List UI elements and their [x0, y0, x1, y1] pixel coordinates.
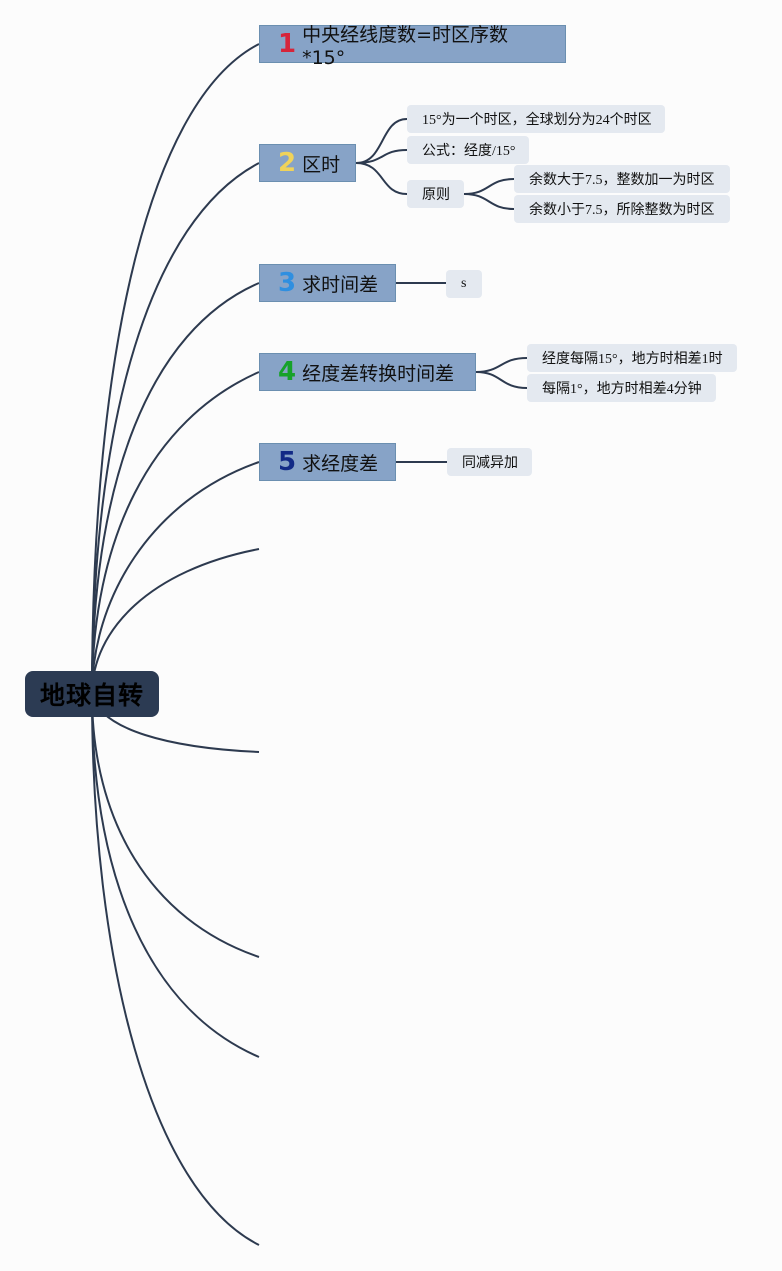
- link-t2-a: [355, 118, 408, 164]
- topic-1-label: 中央经线度数=时区序数*15°: [302, 23, 509, 69]
- subtopic-timezone-division[interactable]: 15°为一个时区，全球划分为24个时区: [407, 105, 665, 133]
- subtopic-per-15-degrees[interactable]: 经度每隔15°，地方时相差1时: [527, 344, 737, 372]
- topic-2[interactable]: 2 区时: [259, 144, 356, 182]
- link-root-empty-8: [91, 693, 260, 958]
- link-root-empty-10: [91, 693, 260, 1246]
- link-root-t4: [91, 371, 260, 695]
- link-t4-a: [475, 357, 528, 373]
- link-t4-b: [475, 371, 528, 389]
- subtopic-same-subtract-diff-add[interactable]: 同减异加: [447, 448, 532, 476]
- link-root-t2: [91, 162, 260, 695]
- number-3-icon: 3: [278, 268, 297, 298]
- topic-1[interactable]: 1 中央经线度数=时区序数*15°: [259, 24, 566, 69]
- topic-4-label: 经度差转换时间差: [302, 362, 455, 385]
- subtopic-remainder-greater[interactable]: 余数大于7.5，整数加一为时区: [514, 165, 730, 193]
- subtopic-principle[interactable]: 原则: [407, 180, 464, 208]
- topic-3[interactable]: 3 求时间差: [259, 264, 396, 302]
- number-1-icon: 1: [278, 29, 297, 59]
- link-root-t5: [91, 461, 260, 695]
- link-root-t1: [91, 43, 260, 695]
- link-t2-b: [355, 149, 408, 164]
- topic-3-label: 求时间差: [302, 273, 379, 296]
- link-root-empty-9: [91, 693, 260, 1058]
- number-5-icon: 5: [278, 447, 297, 477]
- topic-2-label: 区时: [302, 153, 341, 176]
- subtopic-formula[interactable]: 公式：经度/15°: [407, 136, 529, 164]
- topic-5-label: 求经度差: [302, 452, 379, 475]
- number-4-icon: 4: [278, 357, 297, 387]
- number-2-icon: 2: [278, 148, 297, 178]
- topic-5[interactable]: 5 求经度差: [259, 443, 396, 481]
- subtopic-remainder-less[interactable]: 余数小于7.5，所除整数为时区: [514, 195, 730, 223]
- root-topic[interactable]: 地球自转: [25, 671, 159, 717]
- link-root-empty-6: [91, 548, 260, 695]
- subtopic-time-diff-note[interactable]: s: [446, 270, 482, 298]
- link-root-t3: [91, 282, 260, 695]
- subtopic-per-1-degree[interactable]: 每隔1°，地方时相差4分钟: [527, 374, 716, 402]
- link-t2-c: [355, 162, 408, 195]
- link-t2-c1: [463, 178, 515, 195]
- link-t2-c2: [463, 193, 515, 210]
- topic-4[interactable]: 4 经度差转换时间差: [259, 353, 476, 391]
